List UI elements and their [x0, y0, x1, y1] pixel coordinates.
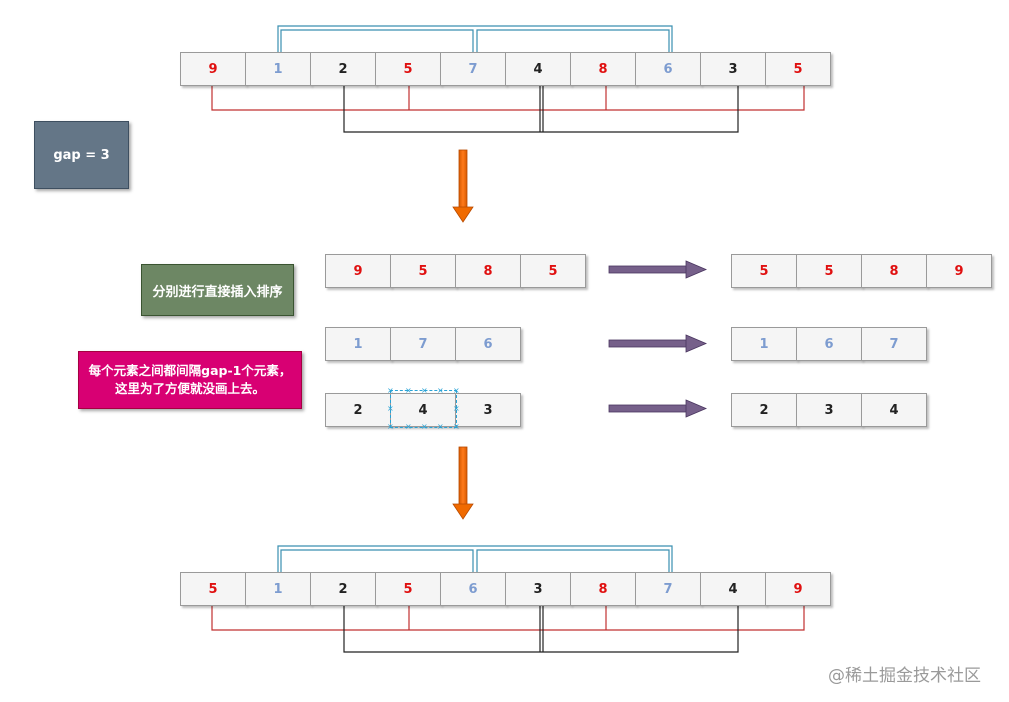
array-cell: 9	[926, 254, 992, 288]
array-cell: 5	[520, 254, 586, 288]
array-cell: 9	[325, 254, 391, 288]
right-arrow-icon	[608, 399, 708, 418]
array-cell: 5	[796, 254, 862, 288]
array-cell: 7	[390, 327, 456, 361]
array-cell: 3	[505, 572, 571, 606]
watermark: @稀土掘金技术社区	[828, 666, 981, 686]
top-red-connector	[211, 86, 805, 111]
top-blue-connector	[277, 25, 673, 52]
insertion-sort-label: 分别进行直接插入排序	[141, 264, 294, 316]
array-cell: 9	[765, 572, 831, 606]
black-group-after: 2 3 4	[731, 393, 927, 427]
gap-note-label: 每个元素之间都间隔gap-1个元素，这里为了方便就没画上去。	[78, 351, 302, 409]
array-cell: 4	[505, 52, 571, 86]
top-array: 9 1 2 5 7 4 8 6 3 5	[180, 52, 831, 86]
down-arrow-icon	[452, 149, 474, 223]
right-arrow-icon	[608, 260, 708, 279]
bottom-red-connector	[211, 606, 805, 631]
array-cell: 7	[440, 52, 506, 86]
array-cell: 5	[375, 52, 441, 86]
red-group-after: 5 5 8 9	[731, 254, 992, 288]
top-black-connector	[343, 86, 739, 133]
array-cell: 4	[700, 572, 766, 606]
array-cell: 3	[700, 52, 766, 86]
right-arrow-icon	[608, 334, 708, 353]
blue-group-after: 1 6 7	[731, 327, 927, 361]
array-cell: 1	[325, 327, 391, 361]
array-cell: 6	[635, 52, 701, 86]
array-cell: 1	[245, 572, 311, 606]
array-cell: 2	[310, 52, 376, 86]
array-cell: 8	[455, 254, 521, 288]
array-cell: 8	[570, 572, 636, 606]
array-cell: 2	[325, 393, 391, 427]
array-cell: 6	[796, 327, 862, 361]
array-cell: 1	[731, 327, 797, 361]
array-cell: 9	[180, 52, 246, 86]
array-cell: 5	[180, 572, 246, 606]
bottom-black-connector	[343, 606, 739, 653]
array-cell: 5	[765, 52, 831, 86]
black-group-before: 2 4 3	[325, 393, 521, 427]
array-cell: 2	[731, 393, 797, 427]
array-cell: 7	[861, 327, 927, 361]
bottom-blue-connector	[277, 545, 673, 573]
array-cell: 4	[390, 393, 456, 427]
array-cell: 3	[455, 393, 521, 427]
array-cell: 6	[455, 327, 521, 361]
array-cell: 3	[796, 393, 862, 427]
array-cell: 4	[861, 393, 927, 427]
array-cell: 7	[635, 572, 701, 606]
array-cell: 2	[310, 572, 376, 606]
array-cell: 1	[245, 52, 311, 86]
array-cell: 5	[375, 572, 441, 606]
gap-label: gap = 3	[34, 121, 129, 189]
blue-group-before: 1 7 6	[325, 327, 521, 361]
down-arrow-icon	[452, 446, 474, 520]
bottom-array: 5 1 2 5 6 3 8 7 4 9	[180, 572, 831, 606]
array-cell: 8	[570, 52, 636, 86]
red-group-before: 9 5 8 5	[325, 254, 586, 288]
array-cell: 6	[440, 572, 506, 606]
array-cell: 8	[861, 254, 927, 288]
array-cell: 5	[731, 254, 797, 288]
array-cell: 5	[390, 254, 456, 288]
